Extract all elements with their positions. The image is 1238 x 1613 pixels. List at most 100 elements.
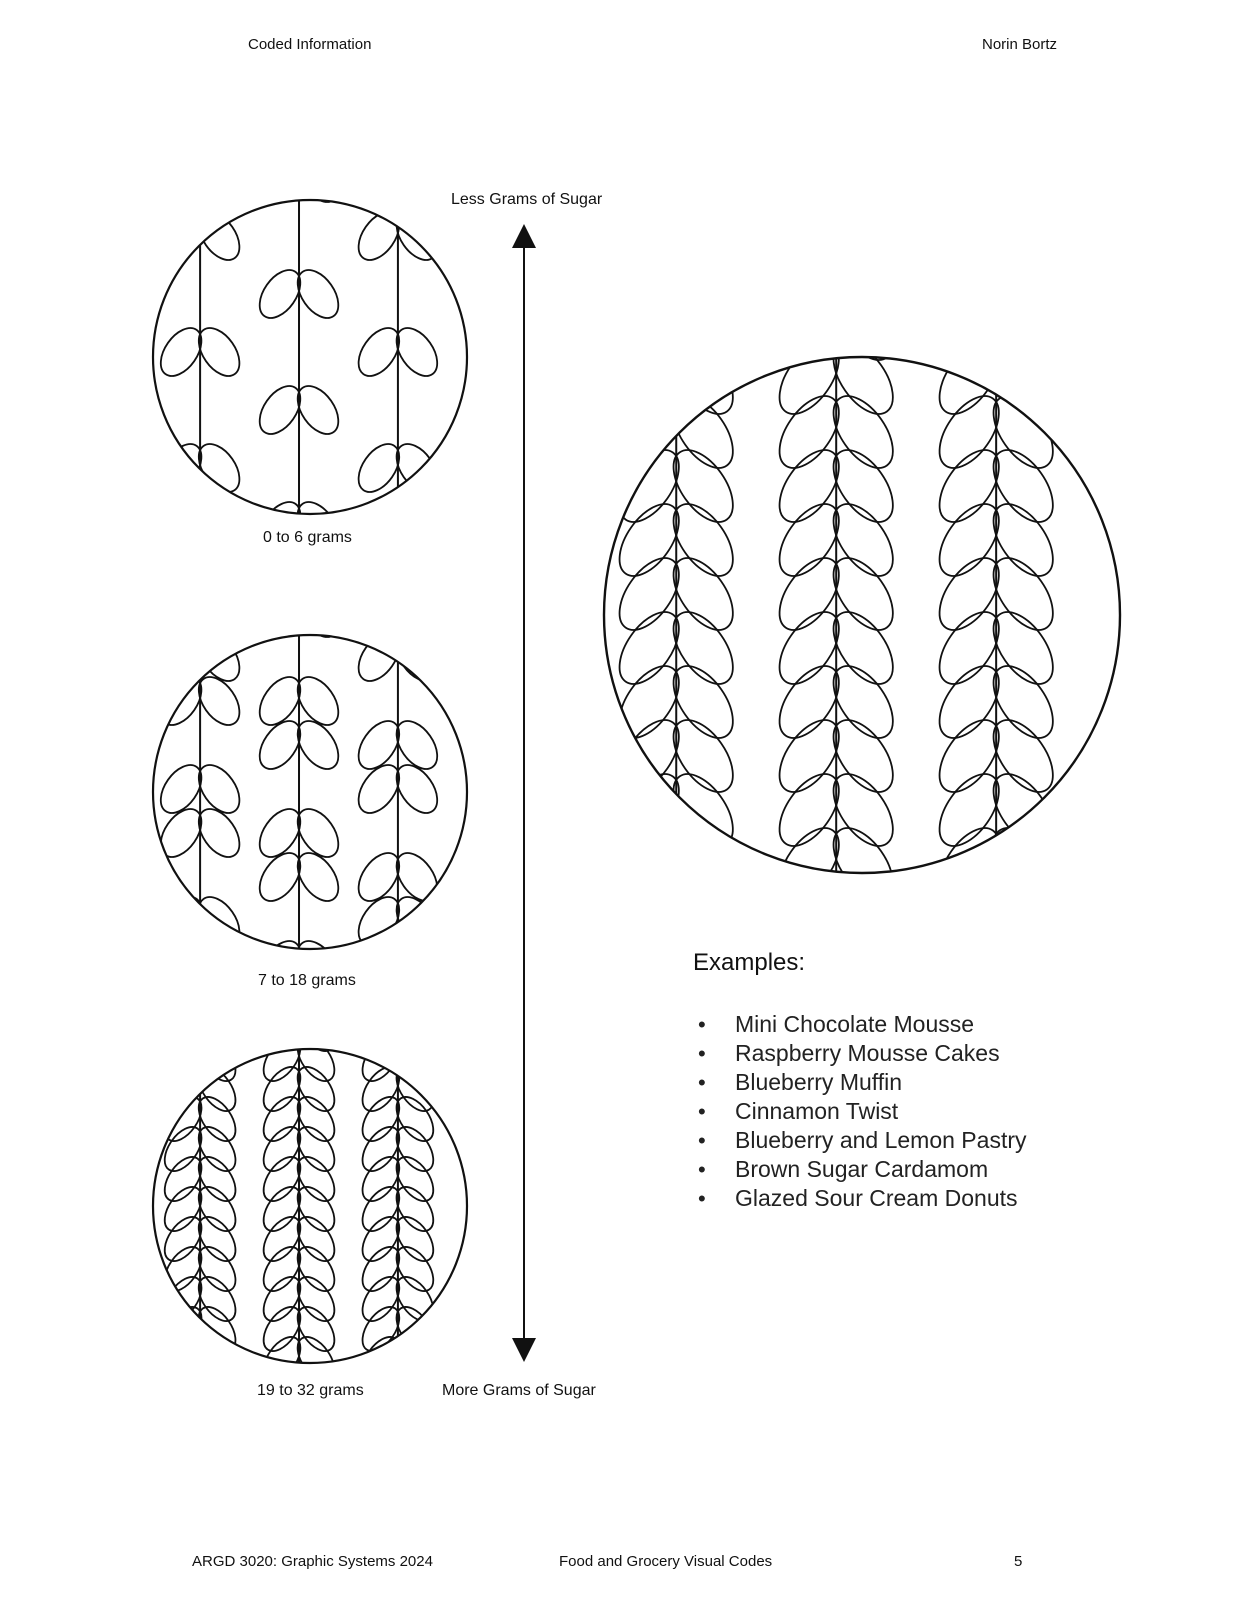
leaf-shape	[618, 357, 680, 415]
leaf-shape	[832, 503, 894, 577]
list-item: Raspberry Mousse Cakes	[690, 1039, 1027, 1068]
leaf-shape	[159, 211, 203, 261]
leaf-shape	[197, 327, 241, 377]
leaf-shape	[778, 719, 840, 793]
leaf-shape	[778, 557, 840, 631]
leaf-shape	[258, 269, 302, 319]
circle-outline-low-sugar	[151, 198, 469, 516]
leaf-shape	[350, 89, 407, 152]
leaf-shape	[197, 211, 241, 261]
leaf-shape	[938, 827, 1000, 873]
leaf-shape	[296, 852, 340, 902]
page-number: 5	[1014, 1553, 1023, 1570]
leaf-shape	[395, 327, 439, 377]
leaf-shape	[395, 1049, 435, 1052]
leaf-shape	[258, 385, 302, 435]
leaf-shape	[262, 1336, 302, 1363]
leaf-shape	[355, 970, 407, 1027]
leaf-shape	[357, 327, 401, 377]
pattern-circle-example	[608, 224, 1065, 873]
arrow-down-icon	[512, 1338, 536, 1362]
leaf-shape	[928, 224, 1011, 316]
leaf-shape	[163, 1049, 203, 1082]
leaf-shape	[296, 676, 340, 726]
leaf-shape	[296, 940, 340, 949]
leaf-shape	[938, 719, 1000, 793]
axis-top-label: Less Grams of Sugar	[451, 191, 603, 208]
leaf-shape	[388, 89, 445, 152]
leaf-shape	[938, 449, 1000, 523]
leaf-shape	[159, 764, 203, 814]
leaf-shape	[395, 635, 439, 682]
footer-center: Food and Grocery Visual Codes	[559, 1553, 773, 1570]
leaf-shape	[778, 449, 840, 523]
leaf-shape	[357, 720, 401, 770]
leaf-shape	[395, 635, 439, 638]
leaf-shape	[672, 357, 734, 361]
leaf-shape	[992, 611, 1054, 685]
leaf-shape	[258, 808, 302, 858]
leaf-shape	[662, 224, 745, 316]
leaf-shape	[258, 720, 302, 770]
leaf-shape	[822, 224, 905, 316]
list-item: Brown Sugar Cardamom	[690, 1155, 1027, 1184]
leaf-shape	[938, 357, 1000, 361]
leaf-shape	[938, 503, 1000, 577]
leaf-shape	[832, 449, 894, 523]
leaf-shape	[296, 385, 340, 435]
leaf-shape	[672, 557, 734, 631]
leaf-shape	[357, 635, 401, 638]
leaf-shape	[672, 719, 734, 793]
leaf-shape	[159, 940, 203, 949]
leaf-shape	[163, 1049, 203, 1052]
circle-outline-example	[602, 355, 1122, 875]
list-item: Cinnamon Twist	[690, 1097, 1027, 1126]
pattern-circle-high-sugar	[163, 970, 441, 1363]
leaf-shape	[992, 719, 1054, 793]
axis-bottom-label: More Grams of Sugar	[442, 1382, 596, 1399]
leaf-shape	[618, 611, 680, 685]
leaf-shape	[618, 557, 680, 631]
leaf-shape	[938, 665, 1000, 739]
header-right: Norin Bortz	[982, 36, 1058, 53]
level-label-medium: 7 to 18 grams	[258, 972, 356, 989]
leaf-shape	[258, 940, 302, 949]
leaf-shape	[357, 764, 401, 814]
leaf-shape	[672, 611, 734, 685]
leaf-shape	[832, 557, 894, 631]
leaf-shape	[296, 1336, 336, 1363]
leaf-shape	[296, 501, 340, 514]
level-label-low: 0 to 6 grams	[263, 529, 352, 546]
leaf-shape	[778, 827, 840, 873]
leaf-shape	[832, 395, 894, 469]
leaf-shape	[618, 503, 680, 577]
leaf-shape	[389, 970, 441, 1027]
leaf-shape	[992, 557, 1054, 631]
leaf-shape	[992, 357, 1054, 361]
leaf-shape	[768, 224, 851, 316]
leaf-shape	[832, 611, 894, 685]
leaf-shape	[197, 1049, 237, 1052]
leaf-shape	[191, 538, 248, 601]
leaf-shape	[296, 269, 340, 319]
leaf-shape	[938, 773, 1000, 847]
leaf-shape	[778, 503, 840, 577]
leaf-shape	[618, 827, 680, 873]
leaf-shape	[608, 224, 691, 316]
leaf-shape	[992, 449, 1054, 523]
leaf-shape	[395, 1336, 435, 1363]
arrow-up-icon	[512, 224, 536, 248]
leaf-shape	[191, 970, 243, 1027]
leaf-shape	[159, 327, 203, 377]
leaf-shape	[357, 852, 401, 902]
leaf-shape	[672, 449, 734, 523]
circle-outline-medium-sugar	[151, 633, 469, 951]
leaf-shape	[982, 224, 1065, 316]
leaf-shape	[672, 503, 734, 577]
leaf-shape	[197, 940, 241, 949]
leaf-shape	[357, 443, 401, 493]
leaf-shape	[251, 538, 308, 601]
leaf-shape	[296, 808, 340, 858]
leaf-shape	[778, 357, 840, 361]
